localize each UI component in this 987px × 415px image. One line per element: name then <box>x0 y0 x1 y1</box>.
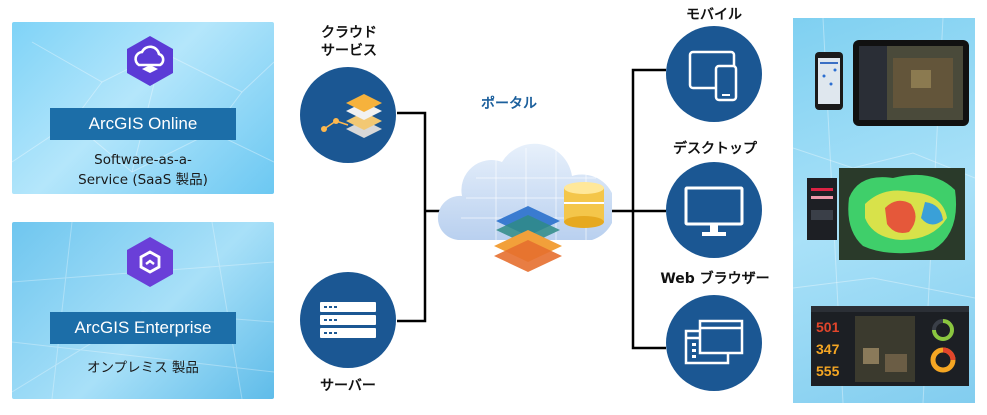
arcgis-online-icon <box>127 36 173 86</box>
server-rack-icon <box>320 302 376 338</box>
phone-map-screenshot <box>815 52 843 110</box>
heatmap-screenshot <box>807 168 965 260</box>
monitor-icon <box>684 186 744 236</box>
browser-windows-icon <box>684 319 744 365</box>
portal-label: ポータル <box>481 96 537 112</box>
mobile-label: モバイル <box>686 7 742 23</box>
app-screenshots: 501 347 555 <box>792 17 976 404</box>
arcgis-enterprise-desc: オンプレミス 製品 <box>87 360 199 376</box>
tablet-imagery-screenshot <box>853 40 969 126</box>
browser-node <box>666 295 762 391</box>
arcgis-enterprise-title: ArcGIS Enterprise <box>50 312 236 344</box>
kpi-value-3: 555 <box>816 363 840 379</box>
cloud-service-label: クラウド サービス <box>321 25 377 59</box>
server-node <box>300 272 396 368</box>
arcgis-online-desc: Software-as-a- Service (SaaS 製品) <box>78 152 208 188</box>
arcgis-enterprise-icon <box>127 237 173 287</box>
client-screenshots-panel: 501 347 555 <box>792 17 976 404</box>
browser-label: Web ブラウザー <box>660 271 770 287</box>
desktop-label: デスクトップ <box>673 141 757 157</box>
arcgis-enterprise-panel: ArcGIS Enterprise オンプレミス 製品 <box>12 222 274 399</box>
desktop-node <box>666 162 762 258</box>
tablet-phone-icon <box>688 50 738 102</box>
kpi-value-2: 347 <box>816 341 840 357</box>
cloud-service-node <box>300 67 396 163</box>
dashboard-screenshot <box>811 306 969 386</box>
kpi-value-1: 501 <box>816 319 840 335</box>
portal-cloud-icon <box>437 143 612 272</box>
arcgis-online-title: ArcGIS Online <box>50 108 236 140</box>
mobile-node <box>666 26 762 122</box>
database-icon <box>564 182 604 228</box>
layers-icon <box>321 94 382 138</box>
server-label: サーバー <box>320 378 376 394</box>
arcgis-online-panel: ArcGIS Online Software-as-a- Service (Sa… <box>12 22 274 194</box>
